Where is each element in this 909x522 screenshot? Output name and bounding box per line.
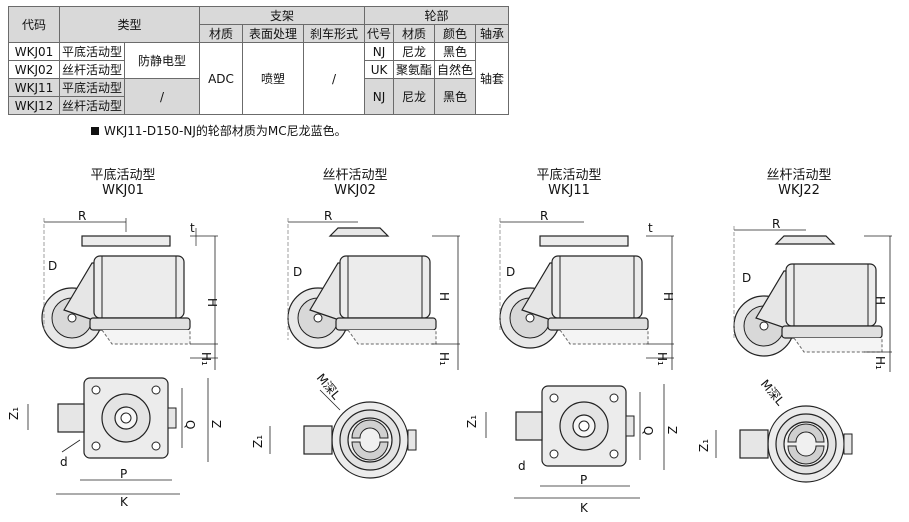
- dim-p: P: [120, 467, 127, 481]
- row-code: WKJ11: [8, 78, 60, 97]
- row-code: WKJ02: [8, 60, 60, 79]
- dim-m: M深L: [314, 371, 344, 402]
- dim-r: R: [772, 217, 780, 231]
- th-code: 代码: [8, 6, 60, 43]
- dim-d: D: [742, 271, 751, 285]
- row-code: WKJ12: [8, 96, 60, 115]
- wheel-code-cell: NJ: [364, 78, 395, 115]
- th-surface: 表面处理: [242, 24, 305, 43]
- dim-z: Z: [209, 420, 223, 428]
- dim-h1: H₁: [873, 356, 887, 370]
- drawing-wkj22: [715, 226, 892, 483]
- dim-h1: H₁: [199, 352, 213, 366]
- th-bracket: 支架: [199, 6, 366, 25]
- dim-h: H: [205, 298, 219, 307]
- dim-t: t: [648, 221, 653, 235]
- dim-h: H: [437, 292, 451, 301]
- row-type: 平底活动型: [58, 78, 126, 97]
- slash-type-cell: /: [124, 78, 201, 115]
- dim-r: R: [78, 209, 86, 223]
- th-wheel-material: 材质: [393, 24, 436, 43]
- drawing-wkj02: [269, 218, 460, 479]
- dim-d-hole: d: [518, 459, 526, 473]
- dim-t: t: [190, 221, 195, 235]
- wheel-color-cell: 黑色: [434, 78, 477, 115]
- wheel-material-cell: 尼龙: [393, 78, 436, 115]
- th-material: 材质: [199, 24, 244, 43]
- bracket-material-cell: ADC: [199, 42, 244, 115]
- dim-h1: H₁: [437, 352, 451, 366]
- dim-q: Q: [183, 420, 197, 429]
- dim-d: D: [506, 265, 515, 279]
- drawing-wkj11: [485, 218, 674, 499]
- th-type: 类型: [58, 6, 201, 43]
- row-code: WKJ01: [8, 42, 60, 61]
- dim-d-hole: d: [60, 455, 68, 469]
- dim-h: H: [661, 292, 675, 301]
- dim-m: M深L: [758, 377, 788, 408]
- dim-z1: Z₁: [697, 439, 711, 452]
- dim-z: Z: [665, 426, 679, 434]
- surface-cell: 喷塑: [242, 42, 305, 115]
- row-type: 平底活动型: [58, 42, 126, 61]
- dim-h: H: [873, 296, 887, 305]
- spec-table: 代码 类型 支架 轮部 材质 表面处理 刹车形式 代号 材质 颜色 轴承 WKJ…: [8, 6, 510, 115]
- dim-k: K: [580, 501, 589, 515]
- dim-k: K: [120, 495, 129, 509]
- dim-p: P: [580, 473, 587, 487]
- antistatic-cell: 防静电型: [124, 42, 201, 79]
- row-type: 丝杆活动型: [58, 96, 126, 115]
- dim-d: D: [293, 265, 302, 279]
- dim-d: D: [48, 259, 57, 273]
- dim-z1: Z₁: [251, 435, 265, 448]
- square-bullet-icon: [91, 127, 99, 135]
- dim-h1: H₁: [655, 352, 669, 366]
- drawing-wkj01: [27, 218, 218, 495]
- wheel-color-cell: 自然色: [434, 60, 477, 79]
- dim-z1: Z₁: [7, 407, 21, 420]
- wheel-code-cell: NJ: [364, 42, 395, 61]
- dim-r: R: [324, 209, 332, 223]
- th-wheel: 轮部: [364, 6, 510, 25]
- dim-z1: Z₁: [465, 415, 479, 428]
- note-text: WKJ11-D150-NJ的轮部材质为MC尼龙蓝色。: [104, 124, 347, 138]
- th-bearing: 轴承: [475, 24, 510, 43]
- dim-q: Q: [641, 426, 655, 435]
- bearing-cell: 轴套: [475, 42, 510, 115]
- dim-r: R: [540, 209, 548, 223]
- note: WKJ11-D150-NJ的轮部材质为MC尼龙蓝色。: [91, 122, 347, 139]
